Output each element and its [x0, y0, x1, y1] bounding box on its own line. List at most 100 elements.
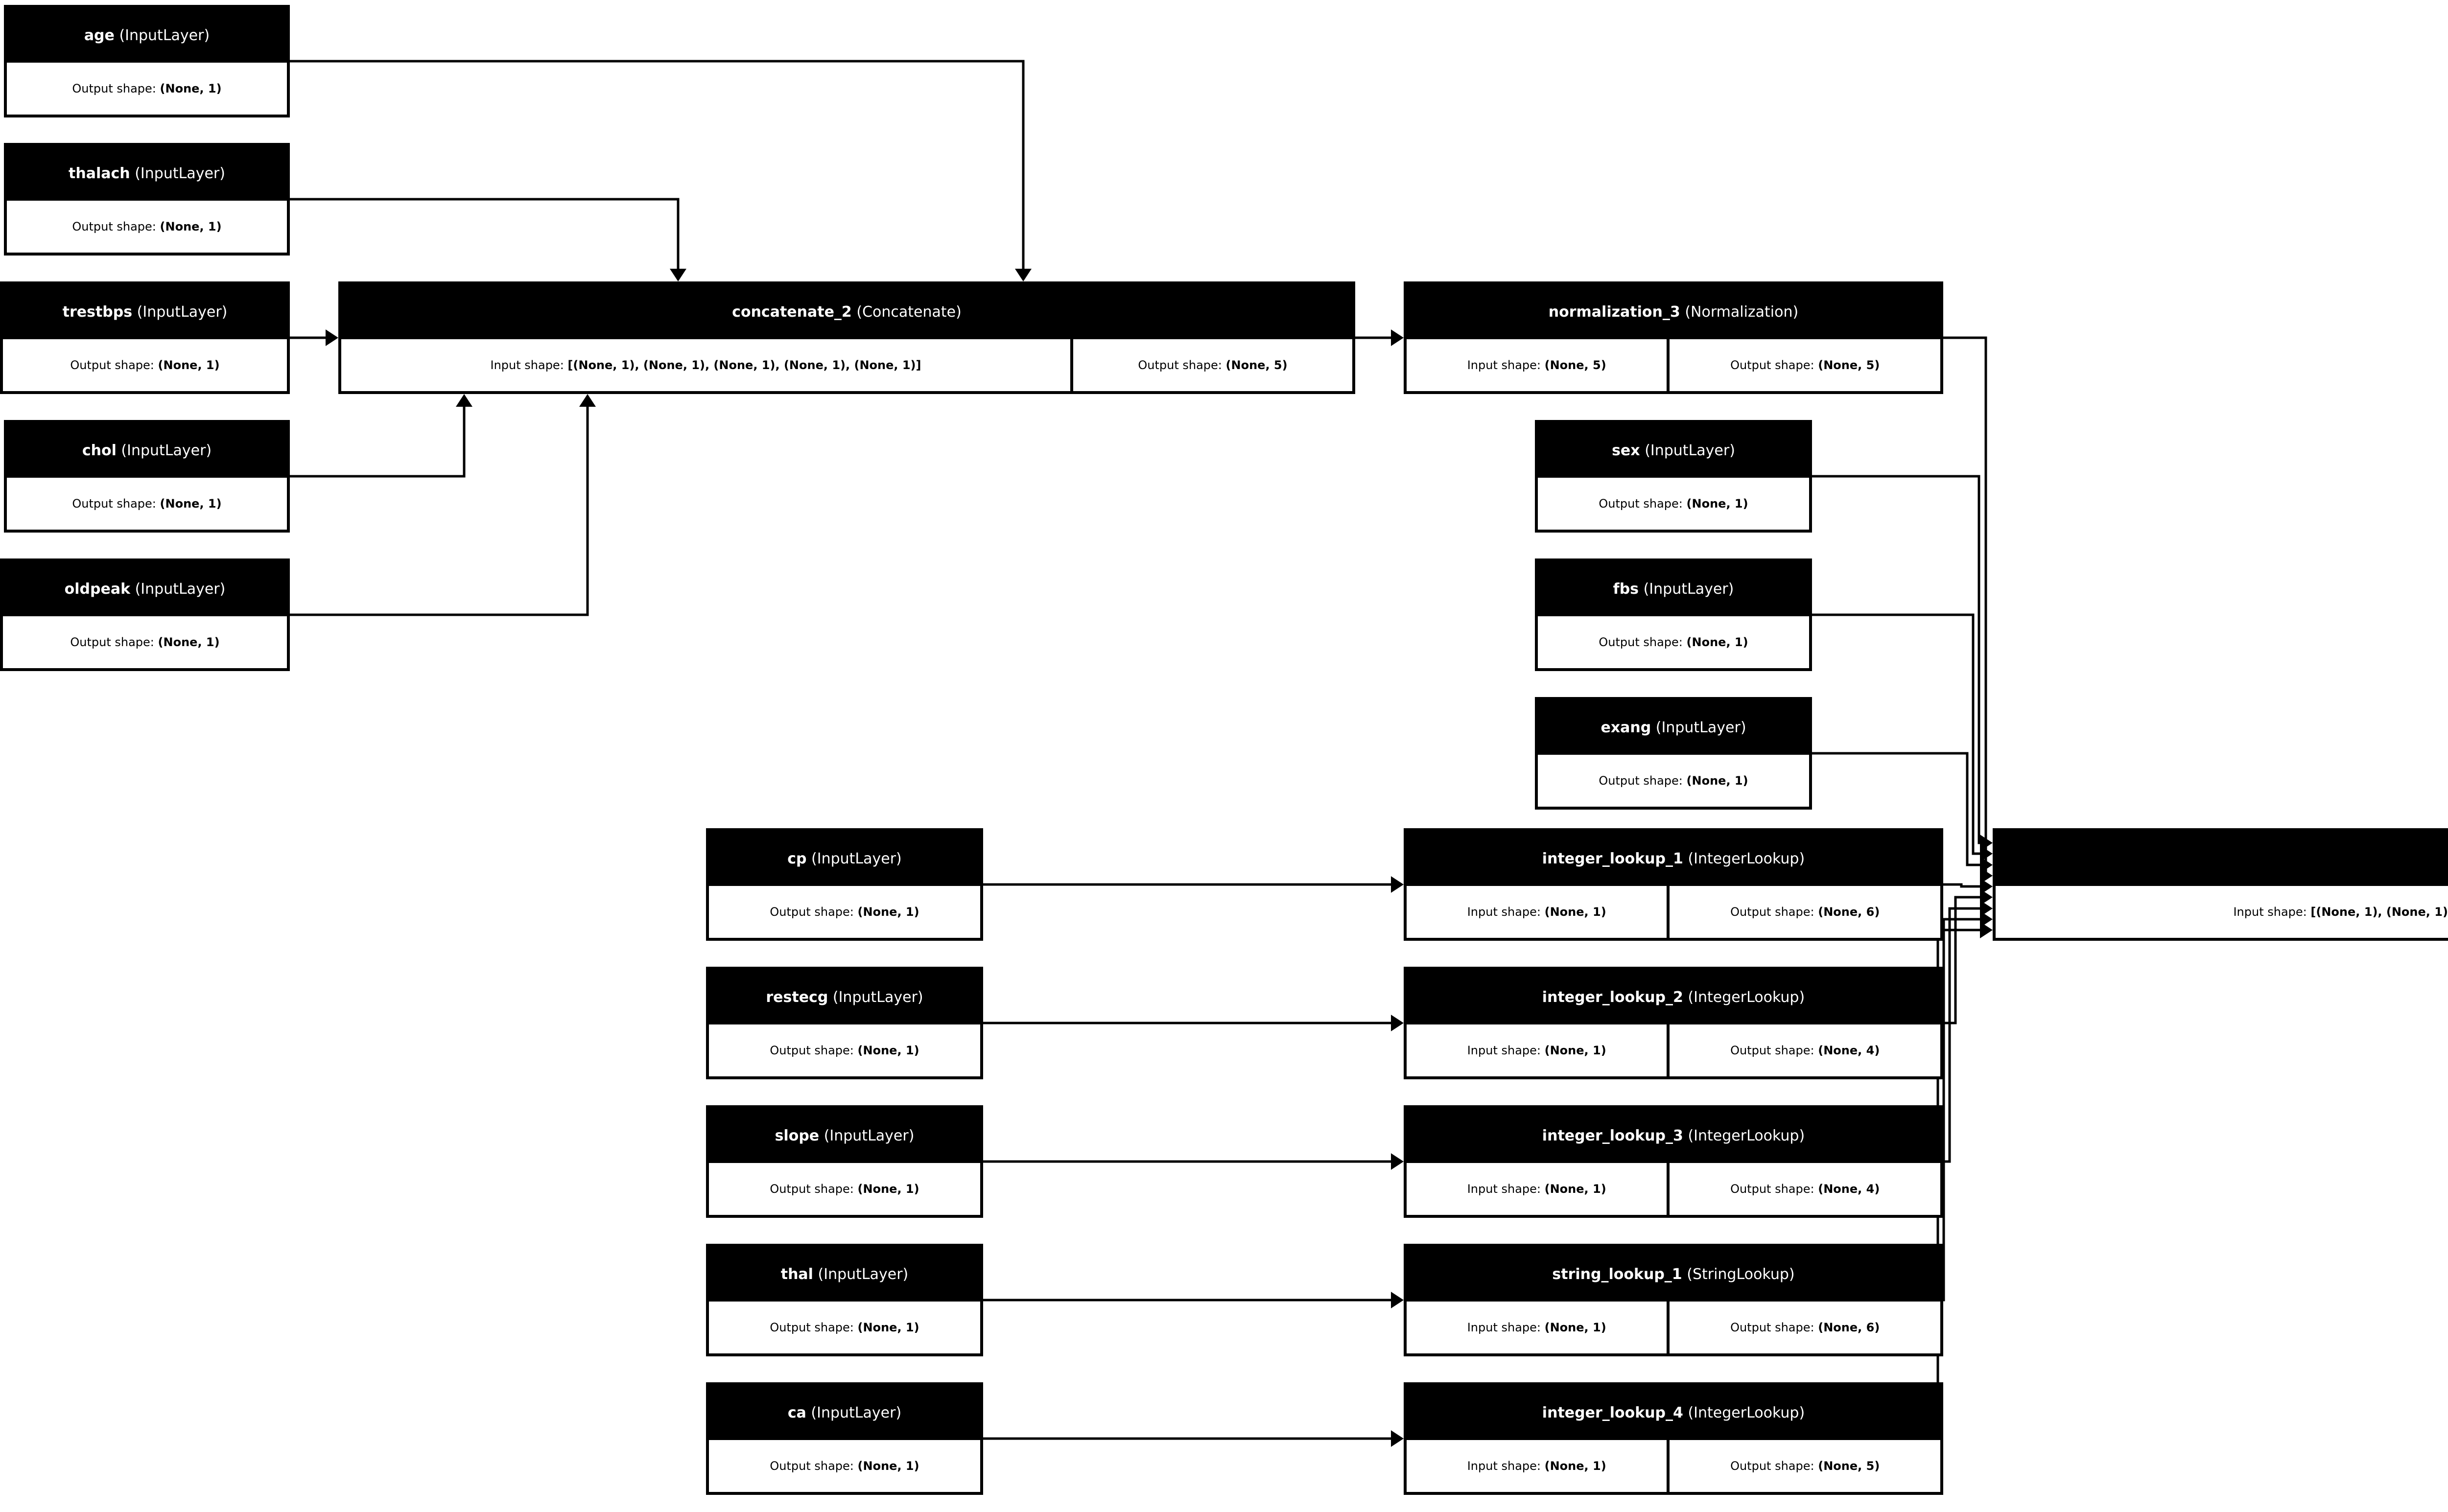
- shape-value-output-integer_lookup_2: (None, 4): [1818, 1044, 1880, 1057]
- shape-cell-input-integer_lookup_3: Input shape: (None, 1): [1407, 1163, 1667, 1215]
- layer-name-trestbps: trestbps: [62, 303, 133, 321]
- layer-type-integer_lookup_1: (IntegerLookup): [1688, 850, 1805, 867]
- layer-node-body-chol: Output shape: (None, 1): [7, 478, 287, 530]
- shape-value-output-fbs: (None, 1): [1686, 635, 1748, 649]
- layer-node-integer_lookup_3[interactable]: integer_lookup_3 (IntegerLookup)Input sh…: [1404, 1105, 1943, 1218]
- arrowhead-trestbps-to-concatenate_2: [326, 329, 338, 346]
- shape-label-output-ca: Output shape:: [770, 1459, 854, 1473]
- shape-cell-input-integer_lookup_4: Input shape: (None, 1): [1407, 1440, 1667, 1492]
- shape-label-input-string_lookup_1: Input shape:: [1467, 1321, 1541, 1334]
- layer-node-header-integer_lookup_2: integer_lookup_2 (IntegerLookup): [1407, 970, 1940, 1024]
- shape-value-input-integer_lookup_2: (None, 1): [1544, 1044, 1606, 1057]
- shape-label-output-slope: Output shape:: [770, 1182, 854, 1196]
- layer-node-body-thal: Output shape: (None, 1): [709, 1302, 980, 1353]
- layer-name-sex: sex: [1612, 442, 1640, 459]
- shape-cell-output-ca: Output shape: (None, 1): [709, 1440, 980, 1492]
- layer-node-thal[interactable]: thal (InputLayer)Output shape: (None, 1): [706, 1244, 983, 1356]
- layer-node-chol[interactable]: chol (InputLayer)Output shape: (None, 1): [4, 420, 290, 533]
- layer-node-slope[interactable]: slope (InputLayer)Output shape: (None, 1…: [706, 1105, 983, 1218]
- layer-node-body-ca: Output shape: (None, 1): [709, 1440, 980, 1492]
- layer-node-ca[interactable]: ca (InputLayer)Output shape: (None, 1): [706, 1382, 983, 1495]
- shape-cell-output-fbs: Output shape: (None, 1): [1538, 616, 1809, 668]
- layer-type-slope: (InputLayer): [824, 1127, 915, 1144]
- arrowhead-integer_lookup_2-to-concatenate_3: [1980, 889, 1993, 906]
- layer-node-header-age: age (InputLayer): [7, 8, 287, 63]
- shape-value-output-slope: (None, 1): [857, 1182, 919, 1196]
- shape-label-input-concatenate_2: Input shape:: [490, 358, 564, 372]
- layer-node-sex[interactable]: sex (InputLayer)Output shape: (None, 1): [1535, 420, 1812, 533]
- edge-string_lookup_1-to-concatenate_3: [1942, 918, 1980, 1302]
- edge-oldpeak-to-concatenate_2: [290, 407, 589, 616]
- layer-type-string_lookup_1: (StringLookup): [1687, 1265, 1795, 1283]
- shape-value-input-concatenate_2: [(None, 1), (None, 1), (None, 1), (None,…: [567, 358, 921, 372]
- layer-name-exang: exang: [1601, 719, 1651, 736]
- layer-type-trestbps: (InputLayer): [137, 303, 228, 321]
- shape-label-output-concatenate_2: Output shape:: [1138, 358, 1222, 372]
- layer-node-cp[interactable]: cp (InputLayer)Output shape: (None, 1): [706, 828, 983, 941]
- layer-node-header-string_lookup_1: string_lookup_1 (StringLookup): [1407, 1247, 1940, 1302]
- layer-node-header-cp: cp (InputLayer): [709, 831, 980, 886]
- layer-node-exang[interactable]: exang (InputLayer)Output shape: (None, 1…: [1535, 697, 1812, 810]
- shape-value-input-integer_lookup_1: (None, 1): [1544, 905, 1606, 919]
- shape-value-input-normalization_3: (None, 5): [1544, 358, 1606, 372]
- layer-node-thalach[interactable]: thalach (InputLayer)Output shape: (None,…: [4, 143, 290, 256]
- shape-value-output-chol: (None, 1): [160, 497, 222, 511]
- shape-cell-output-concatenate_2: Output shape: (None, 5): [1073, 339, 1352, 391]
- layer-node-normalization_3[interactable]: normalization_3 (Normalization)Input sha…: [1404, 281, 1943, 394]
- layer-node-header-integer_lookup_1: integer_lookup_1 (IntegerLookup): [1407, 831, 1940, 886]
- layer-node-oldpeak[interactable]: oldpeak (InputLayer)Output shape: (None,…: [0, 558, 290, 671]
- shape-value-input-concatenate_3: [(None, 1), (None, 1), (None, 1), (None,…: [2310, 905, 2448, 919]
- shape-value-output-cp: (None, 1): [857, 905, 919, 919]
- edge-exang-to-concatenate_3: [1812, 752, 1980, 866]
- arrowhead-restecg-to-integer_lookup_2: [1391, 1015, 1404, 1031]
- layer-type-normalization_3: (Normalization): [1685, 303, 1799, 321]
- layer-node-header-thalach: thalach (InputLayer): [7, 146, 287, 201]
- shape-cell-input-concatenate_3: Input shape: [(None, 1), (None, 1), (Non…: [1996, 886, 2448, 938]
- layer-name-cp: cp: [787, 850, 807, 867]
- layer-node-concatenate_3[interactable]: concatenate_3 (Concatenate)Input shape: …: [1993, 828, 2448, 941]
- shape-value-output-ca: (None, 1): [857, 1459, 919, 1473]
- layer-node-body-integer_lookup_1: Input shape: (None, 1)Output shape: (Non…: [1407, 886, 1941, 938]
- layer-type-oldpeak: (InputLayer): [135, 580, 226, 598]
- layer-node-integer_lookup_4[interactable]: integer_lookup_4 (IntegerLookup)Input sh…: [1404, 1382, 1943, 1495]
- shape-value-input-string_lookup_1: (None, 1): [1544, 1321, 1606, 1334]
- shape-cell-output-integer_lookup_2: Output shape: (None, 4): [1670, 1024, 1941, 1076]
- arrowhead-thal-to-string_lookup_1: [1391, 1292, 1404, 1308]
- edge-chol-to-concatenate_2: [290, 407, 466, 478]
- shape-value-output-integer_lookup_1: (None, 6): [1818, 905, 1880, 919]
- layer-node-body-age: Output shape: (None, 1): [7, 63, 287, 115]
- layer-node-restecg[interactable]: restecg (InputLayer)Output shape: (None,…: [706, 967, 983, 1079]
- arrowhead-ca-to-integer_lookup_4: [1391, 1430, 1404, 1447]
- layer-node-concatenate_2[interactable]: concatenate_2 (Concatenate)Input shape: …: [338, 281, 1355, 394]
- shape-value-input-integer_lookup_3: (None, 1): [1544, 1182, 1606, 1196]
- shape-label-output-thal: Output shape:: [770, 1321, 854, 1334]
- shape-cell-output-integer_lookup_3: Output shape: (None, 4): [1670, 1163, 1941, 1215]
- layer-node-integer_lookup_2[interactable]: integer_lookup_2 (IntegerLookup)Input sh…: [1404, 967, 1943, 1079]
- layer-node-header-thal: thal (InputLayer): [709, 1247, 980, 1302]
- layer-node-header-ca: ca (InputLayer): [709, 1385, 980, 1440]
- shape-cell-input-integer_lookup_1: Input shape: (None, 1): [1407, 886, 1667, 938]
- shape-value-output-trestbps: (None, 1): [158, 358, 220, 372]
- shape-label-output-fbs: Output shape:: [1599, 635, 1683, 649]
- layer-node-body-concatenate_3: Input shape: [(None, 1), (None, 1), (Non…: [1996, 886, 2448, 938]
- layer-type-exang: (InputLayer): [1655, 719, 1746, 736]
- shape-label-output-integer_lookup_3: Output shape:: [1730, 1182, 1814, 1196]
- shape-cell-output-integer_lookup_1: Output shape: (None, 6): [1670, 886, 1941, 938]
- shape-label-input-concatenate_3: Input shape:: [2233, 905, 2307, 919]
- layer-node-body-restecg: Output shape: (None, 1): [709, 1024, 980, 1076]
- layer-type-chol: (InputLayer): [121, 442, 212, 459]
- shape-value-output-thal: (None, 1): [857, 1321, 919, 1334]
- layer-node-age[interactable]: age (InputLayer)Output shape: (None, 1): [4, 5, 290, 117]
- layer-node-trestbps[interactable]: trestbps (InputLayer)Output shape: (None…: [0, 281, 290, 394]
- shape-label-output-exang: Output shape:: [1599, 774, 1683, 788]
- layer-name-age: age: [84, 26, 115, 44]
- layer-node-string_lookup_1[interactable]: string_lookup_1 (StringLookup) Input shap…: [1404, 1244, 1943, 1356]
- shape-label-output-string_lookup_1: Output shape:: [1730, 1321, 1814, 1334]
- layer-node-integer_lookup_1[interactable]: integer_lookup_1 (IntegerLookup)Input sh…: [1404, 828, 1943, 941]
- layer-node-fbs[interactable]: fbs (InputLayer)Output shape: (None, 1): [1535, 558, 1812, 671]
- shape-value-output-restecg: (None, 1): [857, 1044, 919, 1057]
- layer-name-thalach: thalach: [69, 164, 130, 182]
- layer-node-body-string_lookup_1: Input shape: (None, 1)Output shape: (Non…: [1407, 1302, 1941, 1353]
- shape-value-output-thalach: (None, 1): [160, 220, 222, 233]
